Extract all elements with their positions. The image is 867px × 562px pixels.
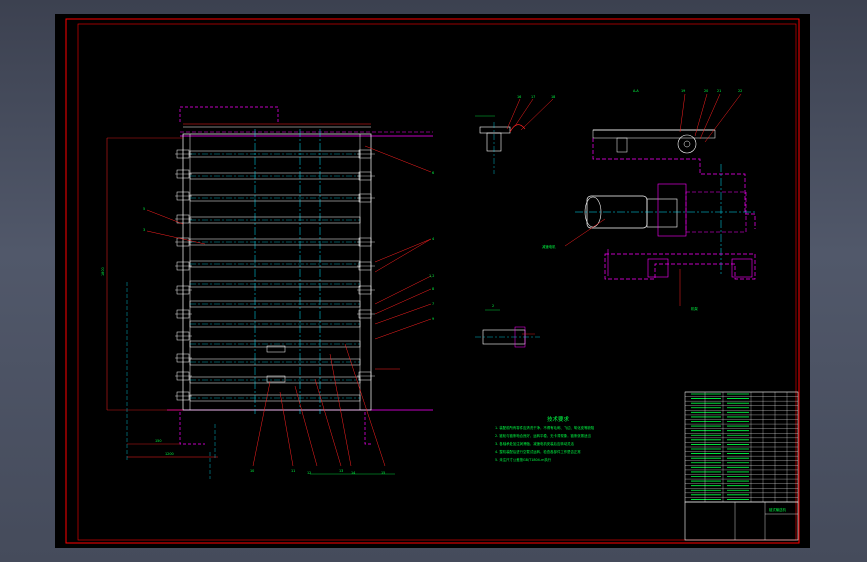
section-view-label: 2 [492, 304, 494, 308]
right-sprocket-chain [357, 149, 375, 381]
right-callout-7: 7 [432, 302, 434, 306]
detail-leader-3 [520, 98, 554, 131]
detail-number-16: 16 [517, 95, 521, 99]
right-callout-leaders [364, 145, 432, 370]
right-callout-8: 8 [432, 287, 434, 291]
bottom-callout-13: 13 [339, 469, 343, 473]
detail-view-top[interactable]: 16 17 18 [475, 95, 555, 174]
top-right-leaders [679, 93, 742, 143]
section-view-motor[interactable]: A-A 减速电机 机架 [542, 89, 756, 311]
bottom-callout-11: 11 [291, 469, 295, 473]
note-line-2: 2. 链轮与链条啮合良好，运转平稳，无卡滞现象，链条张紧适当 [495, 433, 591, 438]
drawing-name: 链式输送机 [769, 507, 787, 512]
detail-leader-1 [506, 98, 521, 130]
width-dim-text: 1200 [165, 452, 174, 456]
bottom-callout-15: 15 [381, 471, 385, 475]
front-view[interactable]: 1800 1200 150 5 3 [101, 106, 434, 479]
note-line-4: 4. 整机装配后进行空载试运转，检查各部件工作是否正常 [495, 449, 581, 454]
right-callout-6: 6 [432, 171, 434, 175]
top-beam-body [592, 129, 716, 139]
bottom-callout-12: 12 [307, 471, 311, 475]
left-callout-2: 3 [143, 228, 145, 232]
leader-left-1 [146, 209, 184, 225]
bottom-callout-10: 10 [250, 469, 254, 473]
bottom-callout-14: 14 [351, 471, 355, 475]
mount-bracket [616, 137, 628, 153]
overall-height-dim-text: 1800 [101, 267, 105, 276]
reducer-housing [657, 183, 687, 237]
top-right-number-19: 19 [681, 89, 685, 93]
hidden-frame-outline-right [364, 412, 373, 445]
offset-dim-text: 150 [155, 439, 161, 443]
detail-number-18: 18 [551, 95, 555, 99]
right-callout-4: 4 [432, 237, 434, 241]
right-callout-9: 9 [432, 317, 434, 321]
detail-plate [479, 126, 511, 134]
cad-model-viewport[interactable]: 1800 1200 150 5 3 [55, 14, 810, 548]
hidden-frame-outline [179, 106, 279, 122]
base-callout: 机架 [691, 306, 698, 311]
title-block[interactable]: 链式输送机 [684, 391, 799, 541]
top-right-number-22: 22 [738, 89, 742, 93]
magenta-housing [592, 138, 756, 229]
top-right-number-21: 21 [717, 89, 721, 93]
parts-list-rows [685, 391, 798, 502]
note-line-5: 5. 未注尺寸公差按GB/T1804-m执行 [495, 457, 552, 462]
gearbox [646, 198, 678, 228]
conveyor-frame [182, 133, 372, 411]
conveyor-slats [189, 150, 361, 402]
motor-callout: 减速电机 [542, 244, 556, 249]
detail-view-shaft[interactable]: 2 [475, 304, 540, 348]
note-line-1: 1. 装配前所有零件应清洗干净，不得有毛刺、飞边、氧化皮等缺陷 [495, 425, 595, 430]
drive-sprocket-hub [683, 140, 691, 148]
note-line-3: 3. 各轴承处加注润滑脂，减速电机安装后应转动灵活 [495, 441, 575, 446]
base-foot-right [731, 258, 753, 278]
cad-drawing-canvas[interactable]: 1800 1200 150 5 3 [55, 14, 810, 548]
notes-heading: 技术要求 [547, 415, 570, 423]
hidden-frame-outline-bottom [179, 412, 205, 445]
left-callout-1: 5 [143, 207, 145, 211]
sheet-inner-border [77, 23, 797, 541]
right-callout-12: 1,2 [429, 274, 434, 278]
sheet-outer-border [65, 18, 800, 544]
drive-sprocket [677, 134, 697, 154]
detail-leader-2 [514, 98, 534, 127]
base-foot-left [647, 258, 669, 278]
title-block-frame [684, 501, 799, 541]
left-sprocket-chain [175, 149, 192, 401]
detail-number-17: 17 [531, 95, 535, 99]
top-right-number-20: 20 [704, 89, 708, 93]
base-frame [604, 253, 756, 280]
technical-notes[interactable]: 技术要求 1. 装配前所有零件应清洗干净，不得有毛刺、飞边、氧化皮等缺陷 2. … [495, 415, 595, 462]
leader-left-2 [146, 230, 206, 245]
bolt-block-2 [266, 375, 286, 383]
bottom-callout-leaders [252, 343, 386, 467]
motor-leader [564, 218, 606, 247]
section-a-a-label: A-A [633, 89, 639, 93]
bolt-block-1 [266, 345, 286, 353]
